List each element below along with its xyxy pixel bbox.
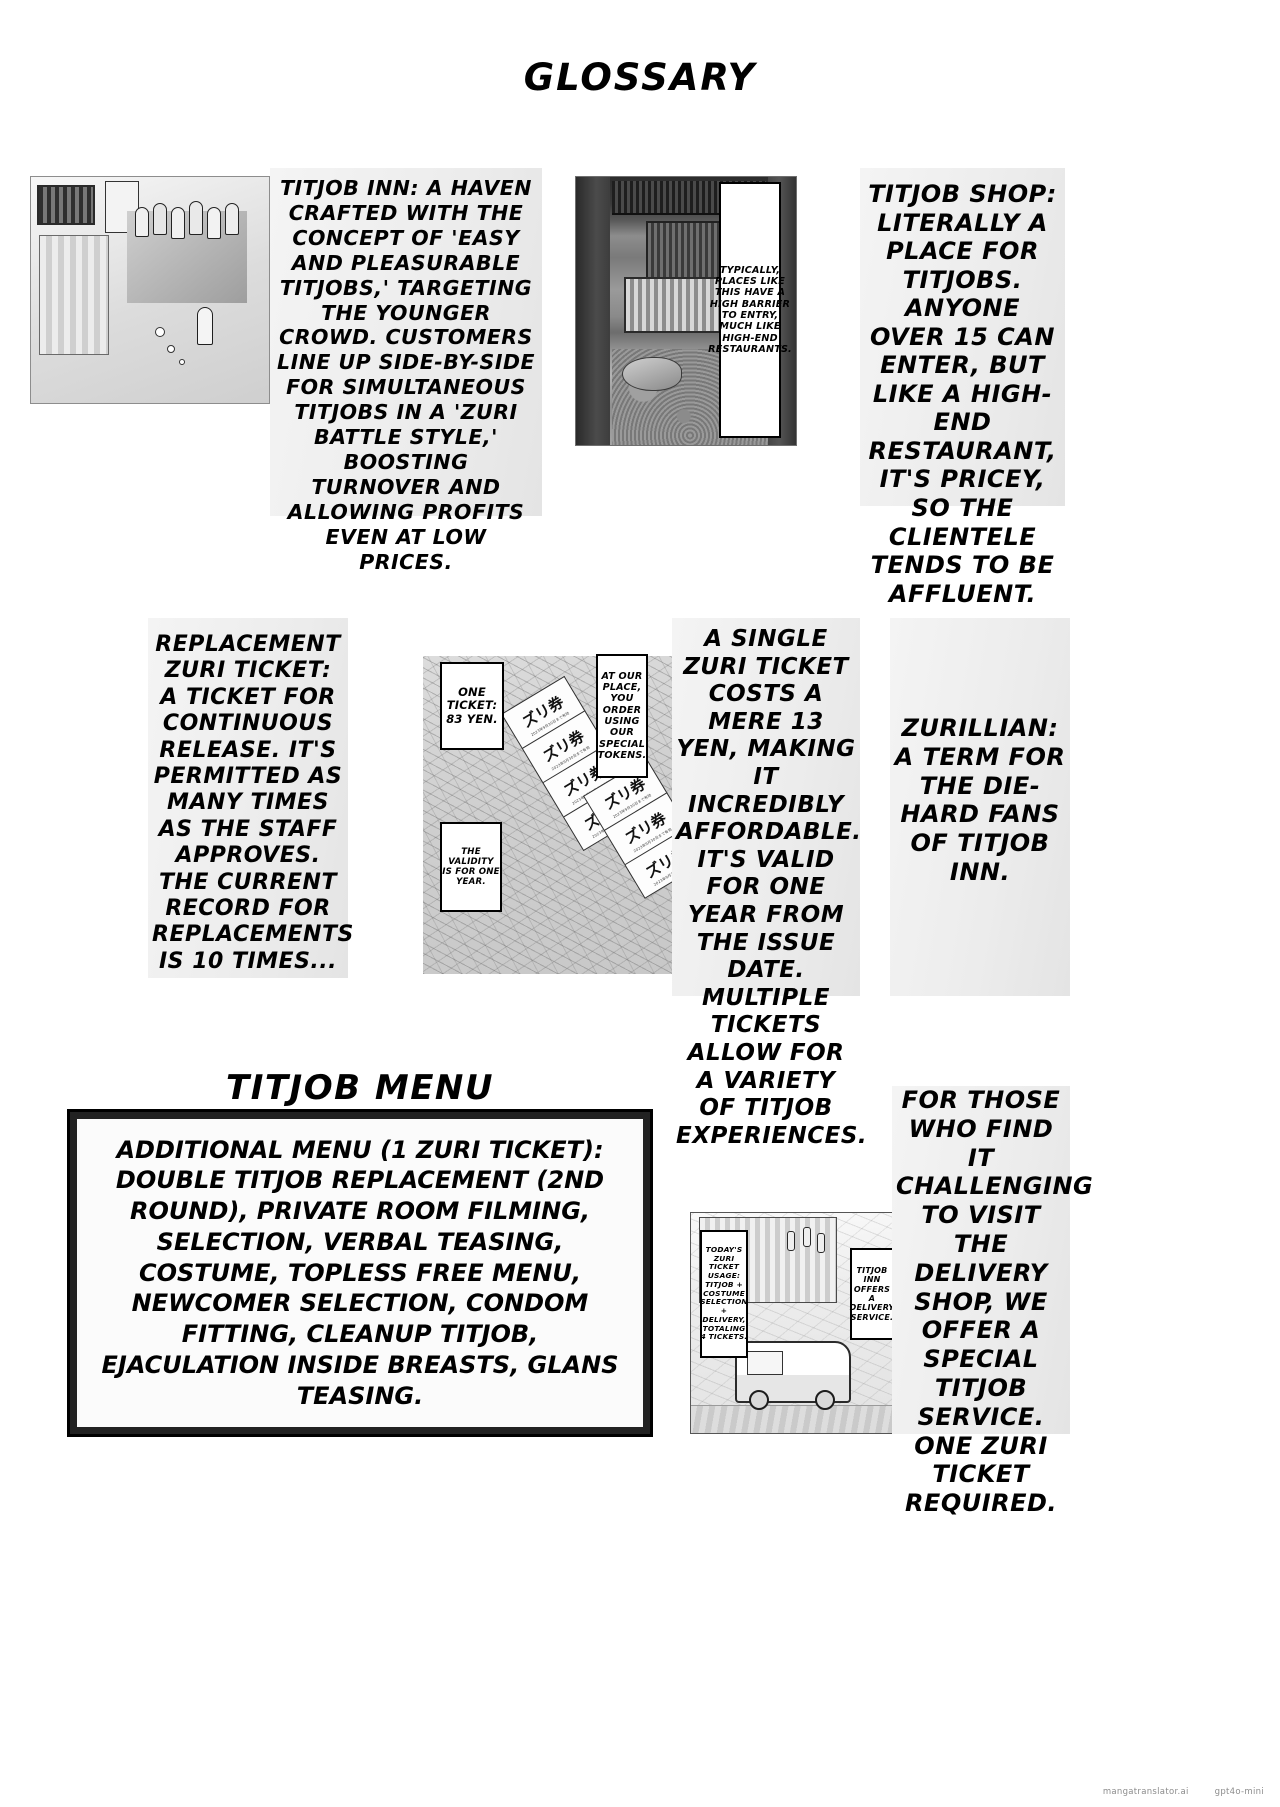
entry-caption: FOR THOSE WHO FIND IT CHALLENGING TO VIS…	[896, 1086, 1094, 1518]
balloon-text: THE VALIDITY IS FOR ONE YEAR.	[442, 846, 500, 888]
panel-street-queue	[30, 176, 270, 404]
balloon-text: ONE TICKET: 83 YEN.	[446, 684, 498, 726]
figure-icon	[803, 1227, 811, 1247]
entry-caption: REPLACEMENT ZURI TICKET: A TICKET FOR CO…	[152, 632, 354, 974]
garden-rock	[622, 357, 682, 391]
figure-icon	[225, 203, 239, 235]
balloon-ticket-usage: TODAY'S ZURI TICKET USAGE: TITJOB + COST…	[700, 1230, 748, 1358]
figure-icon	[135, 207, 149, 237]
gate-post-left	[576, 177, 610, 445]
glossary-row-2: REPLACEMENT ZURI TICKET: A TICKET FOR CO…	[0, 618, 1280, 1149]
figure-icon	[787, 1231, 795, 1251]
glossary-entry-delivery: FOR THOSE WHO FIND IT CHALLENGING TO VIS…	[892, 1086, 1093, 1517]
figure-icon	[207, 207, 221, 239]
glossary-row-3: TITJOB MENU ADDITIONAL MENU (1 ZURI TICK…	[0, 1060, 1280, 1517]
panel-zuri-tickets: ズリ券 2023年9月30日まで有効 ズリ券 2023年9月30日まで有効 ズリ…	[408, 626, 676, 974]
balloon-special-tokens: AT OUR PLACE, YOU ORDER USING OUR SPECIA…	[596, 654, 648, 778]
panel-titjob-shop-exterior: TYPICALLY, PLACES LIKE THIS HAVE A HIGH …	[575, 176, 797, 446]
wheel-icon	[749, 1390, 769, 1410]
glossary-entry-replacement-ticket: REPLACEMENT ZURI TICKET: A TICKET FOR CO…	[148, 618, 354, 978]
figure-icon	[189, 201, 203, 235]
figure-icon	[171, 207, 185, 239]
figure-icon	[153, 203, 167, 235]
storefront-door	[39, 235, 109, 355]
thought-dot-icon	[167, 345, 175, 353]
figure-icon	[197, 307, 213, 345]
banner-icon	[105, 181, 139, 233]
balloon-ticket-validity: THE VALIDITY IS FOR ONE YEAR.	[440, 822, 502, 912]
balloon-ticket-price: ONE TICKET: 83 YEN.	[440, 662, 504, 750]
menu-body-text: ADDITIONAL MENU (1 ZURI TICKET): DOUBLE …	[101, 1135, 619, 1410]
wheel-icon	[815, 1390, 835, 1410]
thought-dot-icon	[179, 359, 185, 365]
balloon-text: TITJOB INN OFFERS A DELIVERY SERVICE.	[849, 1265, 895, 1322]
balloon-delivery-offer: TITJOB INN OFFERS A DELIVERY SERVICE.	[850, 1248, 894, 1340]
shop-sign-icon	[37, 185, 95, 225]
titjob-menu-box: ADDITIONAL MENU (1 ZURI TICKET): DOUBLE …	[67, 1109, 653, 1437]
entry-caption: TITJOB INN: A HAVEN CRAFTED WITH THE CON…	[277, 176, 535, 574]
figure-icon	[817, 1233, 825, 1253]
balloon-text: TODAY'S ZURI TICKET USAGE: TITJOB + COST…	[700, 1244, 748, 1342]
glossary-entry-titjob-inn: TITJOB INN: A HAVEN CRAFTED WITH THE CON…	[270, 168, 542, 574]
entry-caption: TITJOB SHOP: LITERALLY A PLACE FOR TITJO…	[868, 180, 1057, 608]
glossary-entry-zurillian: ZURILLIAN: A TERM FOR THE DIE-HARD FANS …	[890, 618, 1070, 996]
entry-caption: A SINGLE ZURI TICKET COSTS A MERE 13 YEN…	[676, 626, 868, 1149]
balloon-text: TYPICALLY, PLACES LIKE THIS HAVE A HIGH …	[708, 264, 792, 355]
footer-watermark: mangatranslator.ai gpt4o-mini	[1103, 1787, 1264, 1797]
balloon-high-barrier: TYPICALLY, PLACES LIKE THIS HAVE A HIGH …	[708, 182, 792, 438]
page-title: GLOSSARY	[523, 56, 757, 99]
glossary-entry-titjob-shop: TITJOB SHOP: LITERALLY A PLACE FOR TITJO…	[860, 168, 1065, 608]
watermark-site: mangatranslator.ai	[1102, 1787, 1189, 1797]
road	[691, 1405, 899, 1433]
menu-title: TITJOB MENU	[226, 1068, 494, 1108]
entry-caption: ZURILLIAN: A TERM FOR THE DIE-HARD FANS …	[894, 714, 1066, 886]
panel-delivery-service: TODAY'S ZURI TICKET USAGE: TITJOB + COST…	[690, 1212, 900, 1434]
glossary-entry-ticket-price: A SINGLE ZURI TICKET COSTS A MERE 13 YEN…	[672, 618, 867, 1149]
thought-dot-icon	[155, 327, 165, 337]
balloon-text: AT OUR PLACE, YOU ORDER USING OUR SPECIA…	[597, 670, 647, 761]
glossary-row-1: TITJOB INN: A HAVEN CRAFTED WITH THE CON…	[0, 168, 1280, 608]
watermark-model: gpt4o-mini	[1214, 1787, 1264, 1797]
delivery-van-icon	[735, 1341, 851, 1410]
